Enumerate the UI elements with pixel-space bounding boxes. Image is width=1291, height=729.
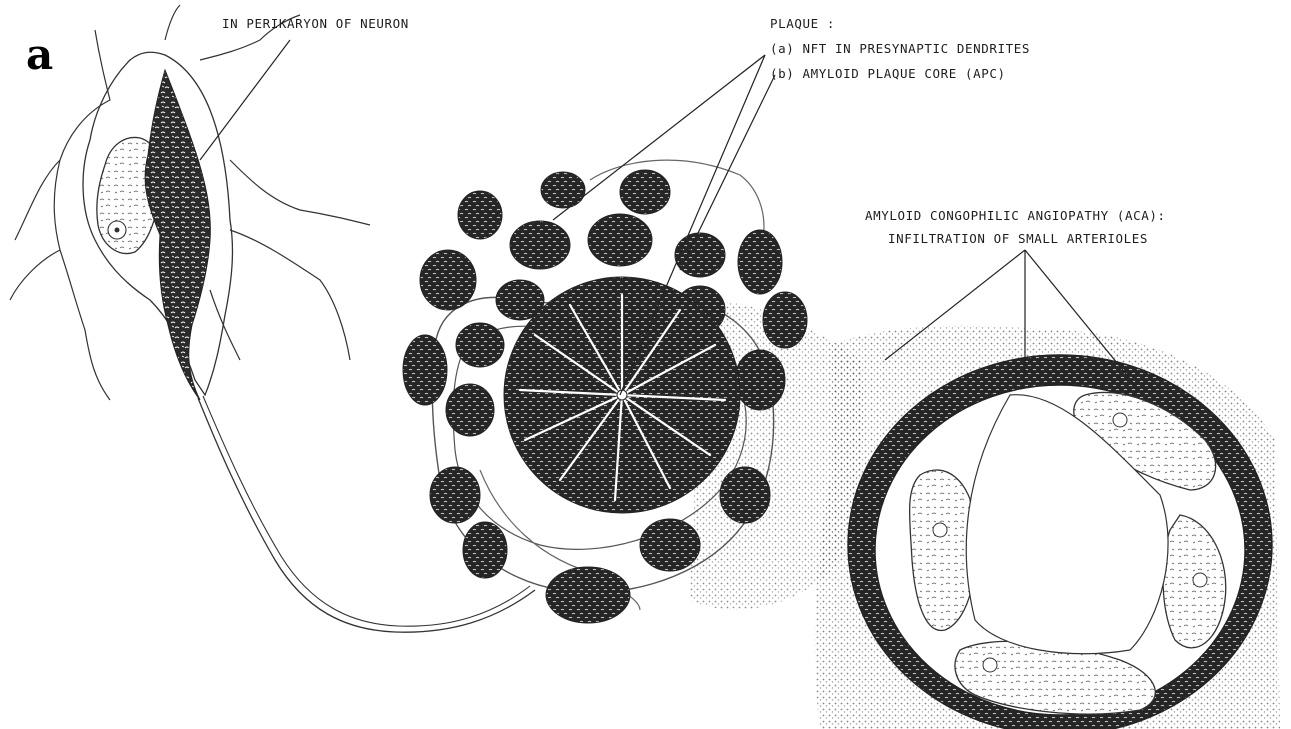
label-plaque-title: PLAQUE : [770,18,835,31]
arteriole [815,326,1280,729]
label-plaque-a: (a) NFT IN PRESYNAPTIC DENDRITES [770,43,1030,56]
label-plaque-b: (b) AMYLOID PLAQUE CORE (APC) [770,68,1006,81]
label-perikaryon: IN PERIKARYON OF NEURON [222,18,409,31]
neuron [10,5,535,632]
amyloid-plaque [403,160,864,623]
label-aca-line2: INFILTRATION OF SMALL ARTERIOLES [888,233,1148,246]
panel-letter: a [26,34,53,76]
label-aca-line1: AMYLOID CONGOPHILIC ANGIOPATHY (ACA): [865,210,1166,223]
